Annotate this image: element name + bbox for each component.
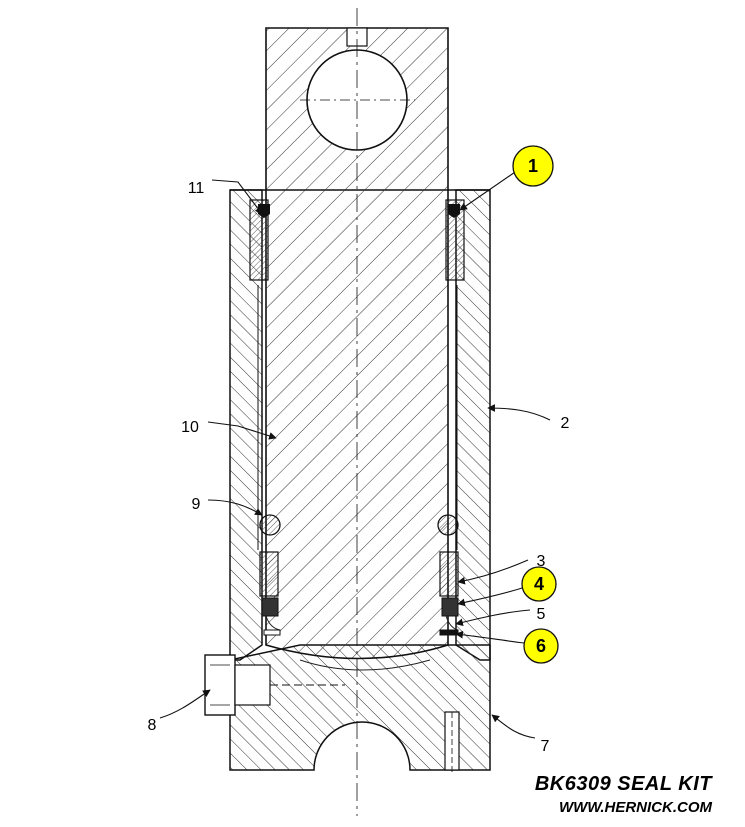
wiper-seal-right bbox=[448, 204, 460, 218]
piston-seal-left bbox=[261, 597, 279, 617]
callout-11: 11 bbox=[188, 180, 205, 197]
callout-9: 9 bbox=[192, 496, 201, 513]
callout-5: 5 bbox=[537, 606, 546, 623]
backup-ring bbox=[439, 629, 459, 636]
website-label: WWW.HERNICK.COM bbox=[559, 799, 713, 816]
callout-1: 1 bbox=[528, 156, 538, 176]
callout-3: 3 bbox=[537, 553, 546, 570]
callout-labels: 1 2 3 4 5 6 7 8 9 10 11 bbox=[148, 156, 570, 755]
piston-bearing-left bbox=[259, 551, 279, 597]
callout-2: 2 bbox=[561, 415, 570, 432]
stop-ring-left bbox=[259, 514, 281, 536]
callout-4: 4 bbox=[534, 574, 544, 594]
stop-ring-right bbox=[437, 514, 459, 536]
highlight-circle-6 bbox=[523, 628, 559, 664]
piston-seal-right bbox=[441, 597, 459, 617]
leader-lines bbox=[159, 169, 551, 739]
coupler-fitting bbox=[204, 654, 345, 716]
callout-7: 7 bbox=[541, 738, 550, 755]
bearing-left bbox=[249, 199, 269, 281]
highlight-circles bbox=[512, 145, 559, 664]
highlight-circle-1 bbox=[512, 145, 554, 187]
cylinder-base bbox=[229, 644, 491, 775]
callout-6: 6 bbox=[536, 636, 546, 656]
kit-title: BK6309 SEAL KIT bbox=[535, 773, 713, 795]
bearing-right bbox=[445, 199, 465, 281]
callout-8: 8 bbox=[148, 717, 157, 734]
highlight-circle-4 bbox=[521, 566, 557, 602]
piston-bearing-right bbox=[439, 551, 459, 597]
callout-10: 10 bbox=[181, 419, 199, 436]
